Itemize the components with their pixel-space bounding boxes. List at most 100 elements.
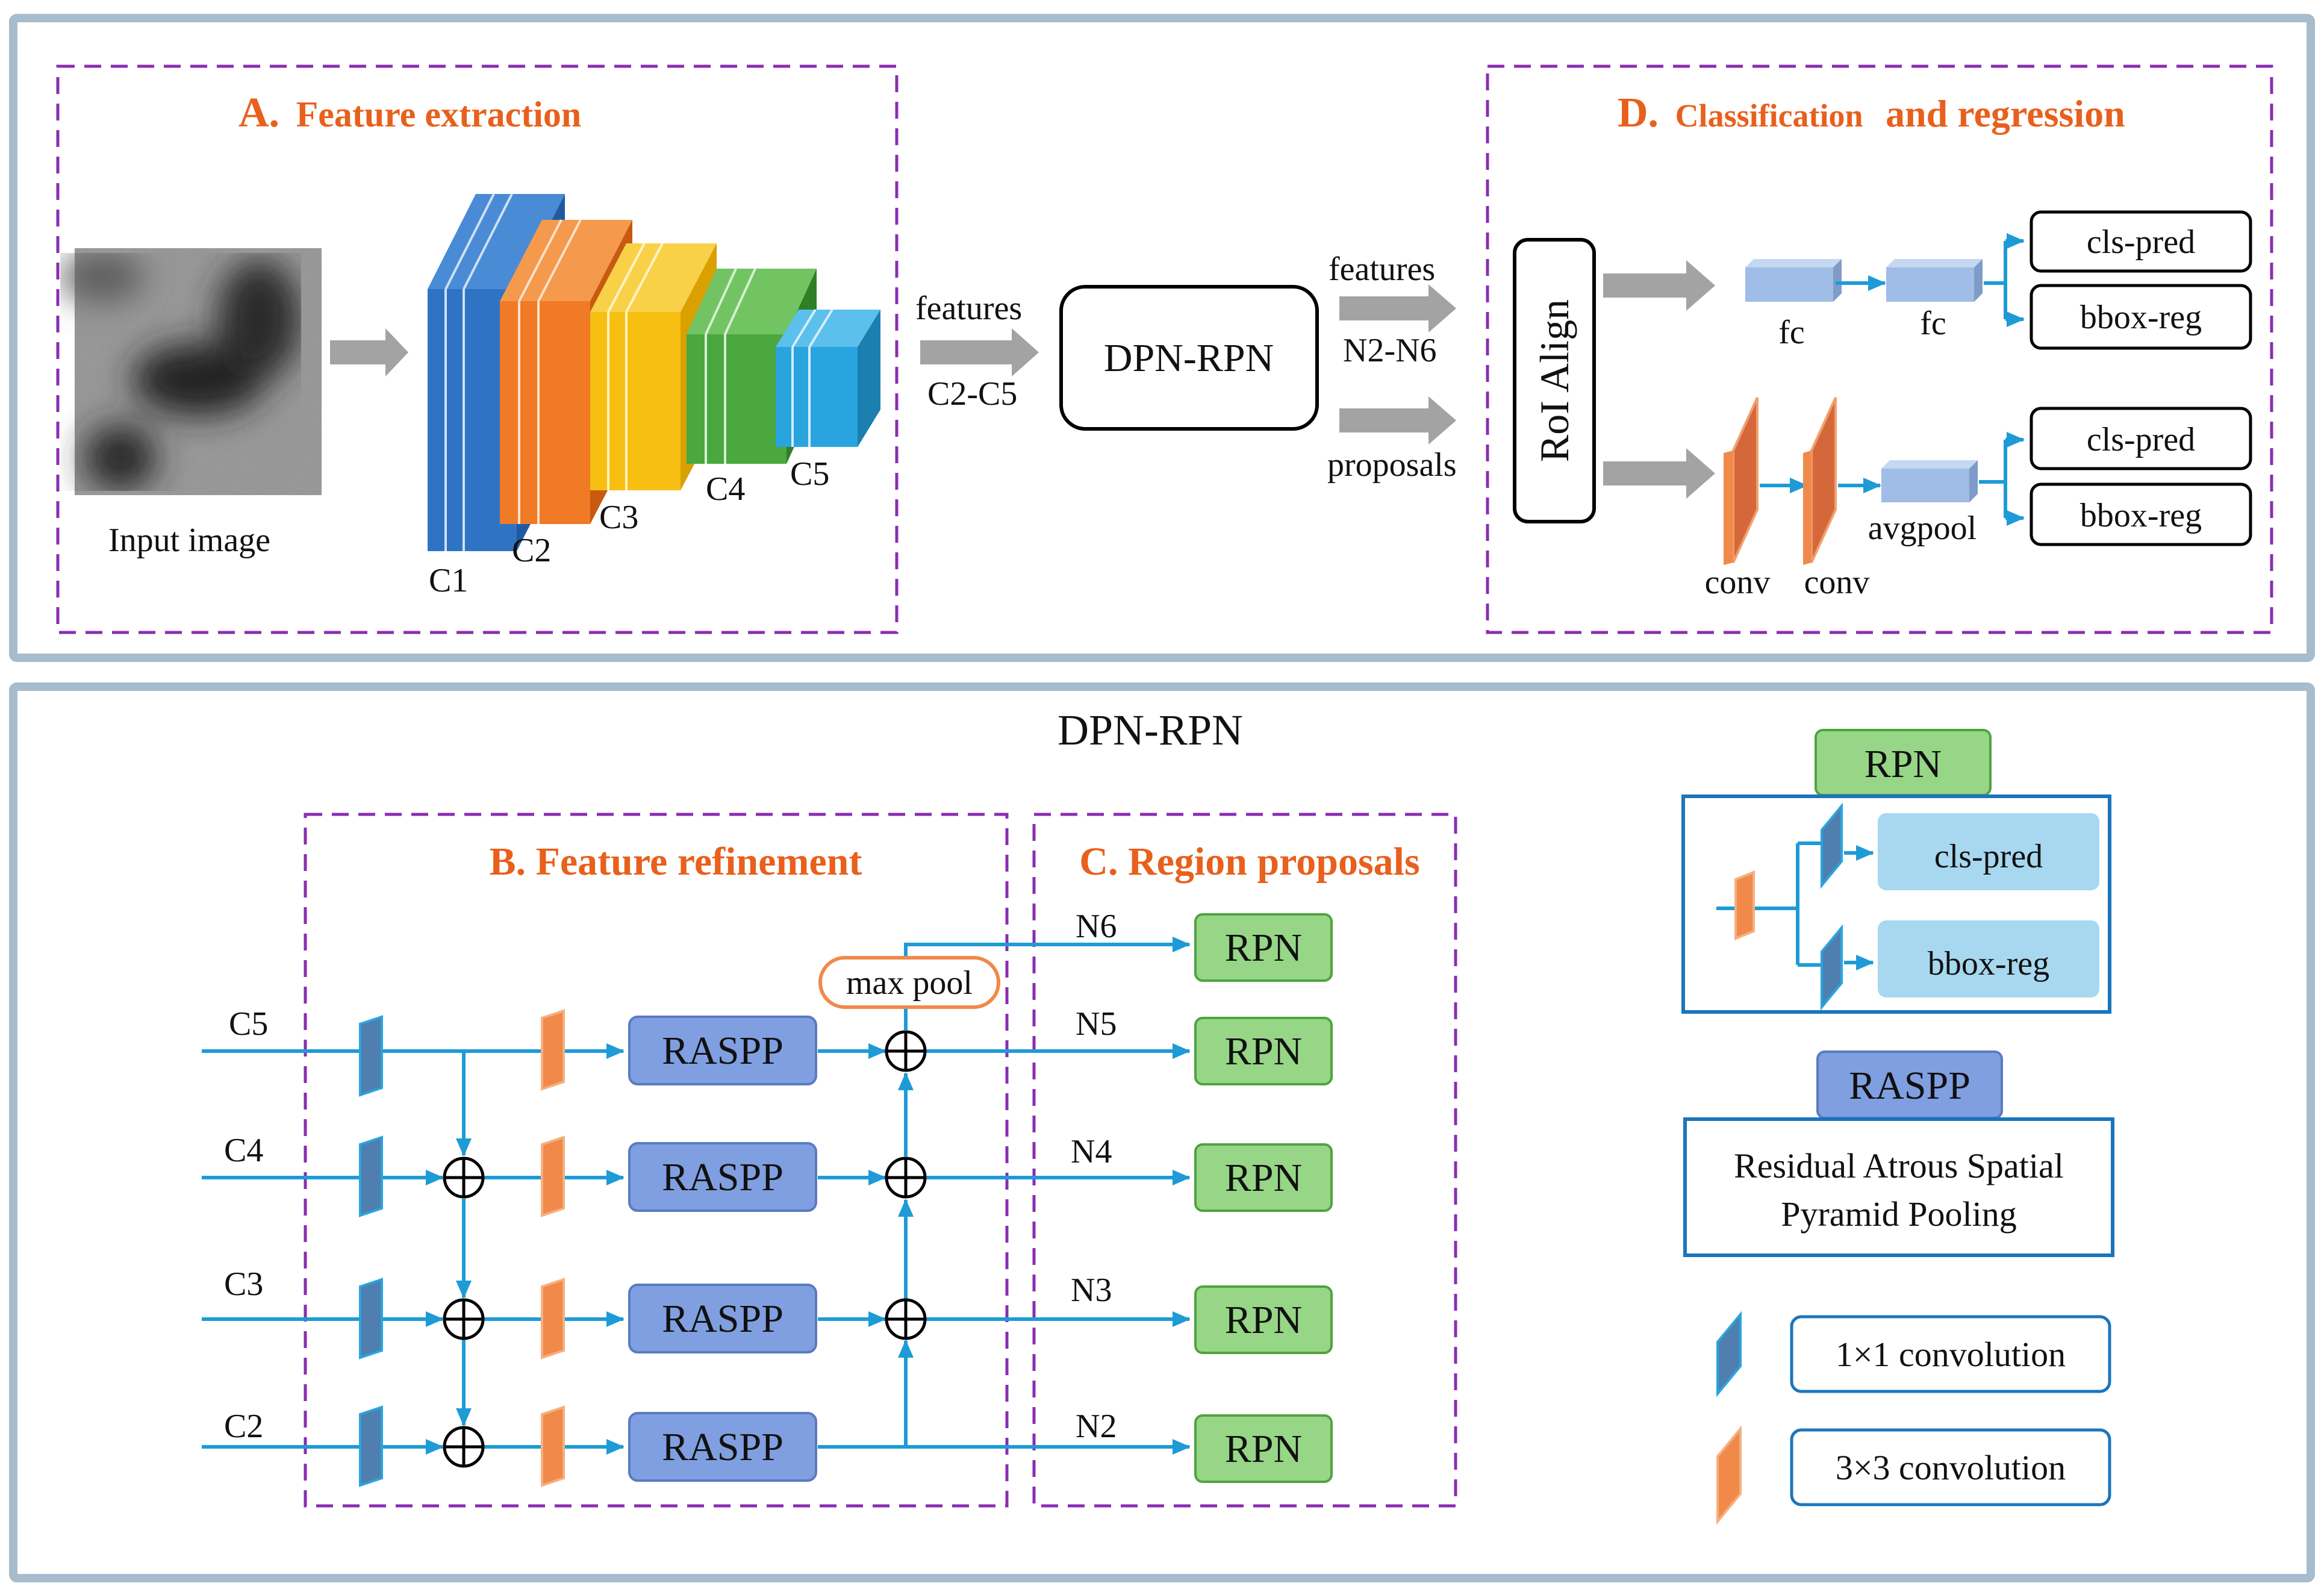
rpn-label: RPN [1225,1427,1302,1471]
conv-label-1: conv [1705,564,1771,601]
legend-rpn-cls-label: cls-pred [1934,838,2043,875]
top-panel [9,14,2315,662]
stage-c3-label: C3 [599,499,638,536]
rpn-label: RPN [1225,926,1302,970]
max-pool-label: max pool [846,964,973,1002]
arrow-roi-to-conv [1603,448,1715,499]
bbox-reg-box-2 [2030,482,2252,546]
bbox-reg-label-2: bbox-reg [2080,497,2202,534]
bottom-title: DPN-RPN [1058,706,1243,754]
stage-c5-block [776,308,880,447]
conv-label-2: conv [1804,564,1870,601]
raspp-label: RASPP [662,1155,783,1199]
stage-c2-label: C2 [512,532,551,569]
bbox-reg-label-1: bbox-reg [2080,299,2202,336]
sum-node-icon [885,1157,927,1199]
avgpool-branch-connector [1979,432,2025,526]
raspp-label: RASPP [662,1425,783,1469]
conv1x1-block [359,1015,383,1097]
raspp-box [628,1284,817,1353]
conv3x3-blocks [541,1009,565,1487]
legend-rpn-bbox-label: bbox-reg [1928,945,2049,982]
arrow-features-to-dpn [920,328,1039,376]
cls-pred-label-1: cls-pred [2087,223,2195,261]
conv3x3-block [541,1009,565,1091]
raspp-blocks: RASPP RASPP RASPP RASPP [628,1016,817,1482]
rpn-label: RPN [1225,1029,1302,1073]
fc-label-1: fc [1778,314,1805,351]
raspp-label: RASPP [662,1297,783,1341]
fc-branch-connector [1984,233,2025,327]
legend-raspp-desc-box [1683,1117,2114,1257]
rpn-box [1194,1285,1333,1354]
conv1x1-block [359,1405,383,1487]
legend-rpn-conv1x1 [1821,924,1843,1011]
sum-node-icon [885,1030,927,1072]
classification-title: D. Classification and regression [1618,90,2125,136]
feature-extraction-title: A. Feature extraction [238,90,581,136]
arrow-roi-to-fc [1603,260,1715,311]
out-features-label: features [1329,251,1435,288]
roi-align-label: RoI Align [1531,299,1577,462]
cls-pred-label-2: cls-pred [2087,421,2195,458]
feature-refinement-box [304,813,1009,1508]
legend-conv1x1-label: 1×1 convolution [1836,1335,2066,1374]
bbox-reg-box-1 [2030,284,2252,350]
raspp-label: RASPP [662,1029,783,1073]
stage-c5-label: C5 [790,455,829,493]
input-c2-label: C2 [224,1408,263,1445]
conv1x1-block [359,1278,383,1359]
conv3x3-block [541,1278,565,1359]
c2-c5-label: C2-C5 [927,375,1017,413]
bottom-panel [9,682,2315,1582]
region-proposals-title: C. Region proposals [1079,840,1419,884]
dpn-rpn-box [1059,285,1319,431]
conv-block-1 [1724,397,1759,565]
raspp-box [628,1016,817,1085]
input-c5-label: C5 [229,1005,268,1043]
avgpool-label: avgpool [1868,510,1977,547]
raspp-box [628,1142,817,1212]
roi-align-box [1513,238,1596,523]
legend-conv1x1-icon [1716,1311,1742,1397]
sum-node-icon [885,1298,927,1340]
legend-rpn-conv1x1 [1821,802,1843,889]
arrow-input-to-backbone [330,328,408,376]
input-image [60,248,322,495]
legend-rpn-conv3x3 [1734,870,1755,940]
stage-c4-label: C4 [706,470,745,508]
rpn-label: RPN [1225,1156,1302,1200]
stage-c4-block [687,268,817,464]
conv3x3-block [541,1405,565,1487]
legend-rpn-cls-box [1878,813,2099,890]
input-image-label: Input image [108,522,270,559]
sum-node-icon [443,1157,485,1199]
sum-nodes-topdown [443,1157,485,1468]
raspp-box [628,1412,817,1482]
arrow-features-to-roi [1339,284,1456,332]
conv-block-2 [1803,397,1837,565]
legend-conv3x3-icon [1716,1425,1742,1525]
legend-rpn-title: RPN [1864,742,1942,786]
rpn-blocks: RPN RPN RPN RPN RPN [1194,913,1333,1483]
rpn-box [1194,913,1333,982]
conv1x1-block [359,1135,383,1217]
rpn-box [1194,1414,1333,1483]
arrow-proposals-to-roi [1339,396,1456,445]
output-n3-label: N3 [1071,1272,1112,1309]
feature-refinement-title: B. Feature refinement [490,840,862,884]
output-n5-label: N5 [1076,1005,1117,1043]
n2-n6-label: N2-N6 [1343,332,1437,369]
conv1x1-blocks [359,1015,383,1487]
rpn-label: RPN [1225,1298,1302,1342]
sum-node-icon [443,1426,485,1468]
classification-box [1486,64,2273,634]
output-n4-label: N4 [1071,1133,1112,1170]
legend-raspp-desc-1: Residual Atrous Spatial [1734,1146,2064,1185]
sum-nodes-bottomup [885,1030,927,1340]
fc-block-1 [1745,259,1842,302]
legend-conv3x3-box [1790,1428,2111,1506]
output-n6-label: N6 [1076,908,1117,945]
input-c3-label: C3 [224,1266,263,1303]
